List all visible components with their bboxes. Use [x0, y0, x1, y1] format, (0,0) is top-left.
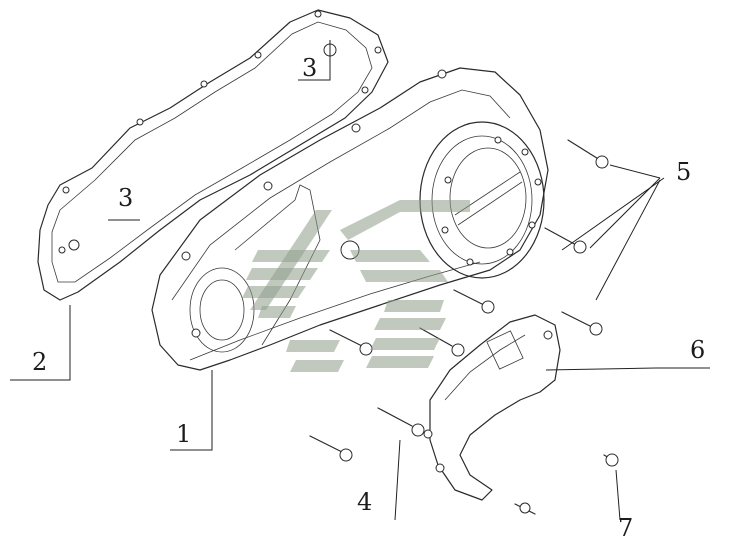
bolt	[514, 502, 536, 515]
callout-6: 6	[690, 336, 705, 364]
callout-3-upper: 3	[302, 54, 317, 82]
bolt-set	[309, 139, 619, 515]
small-cover	[423, 314, 561, 501]
callout-4: 4	[357, 488, 372, 516]
watermark-logo	[242, 200, 470, 372]
callout-7: 7	[618, 514, 633, 542]
bolt	[419, 327, 465, 357]
callout-5: 5	[676, 158, 691, 186]
callout-2: 2	[32, 348, 47, 376]
bolt	[561, 311, 603, 336]
bolt	[567, 139, 609, 169]
bolt	[603, 453, 619, 467]
bolt	[453, 289, 495, 314]
callout-labels: 3 3 2 1 4 5 6 7	[32, 54, 705, 542]
bolt	[544, 227, 587, 254]
callout-3-lower: 3	[118, 184, 133, 212]
bolt	[377, 407, 425, 437]
leader-lines	[10, 40, 710, 521]
gasket-outline	[37, 9, 389, 301]
bolt	[309, 435, 353, 462]
callout-1: 1	[176, 420, 191, 448]
